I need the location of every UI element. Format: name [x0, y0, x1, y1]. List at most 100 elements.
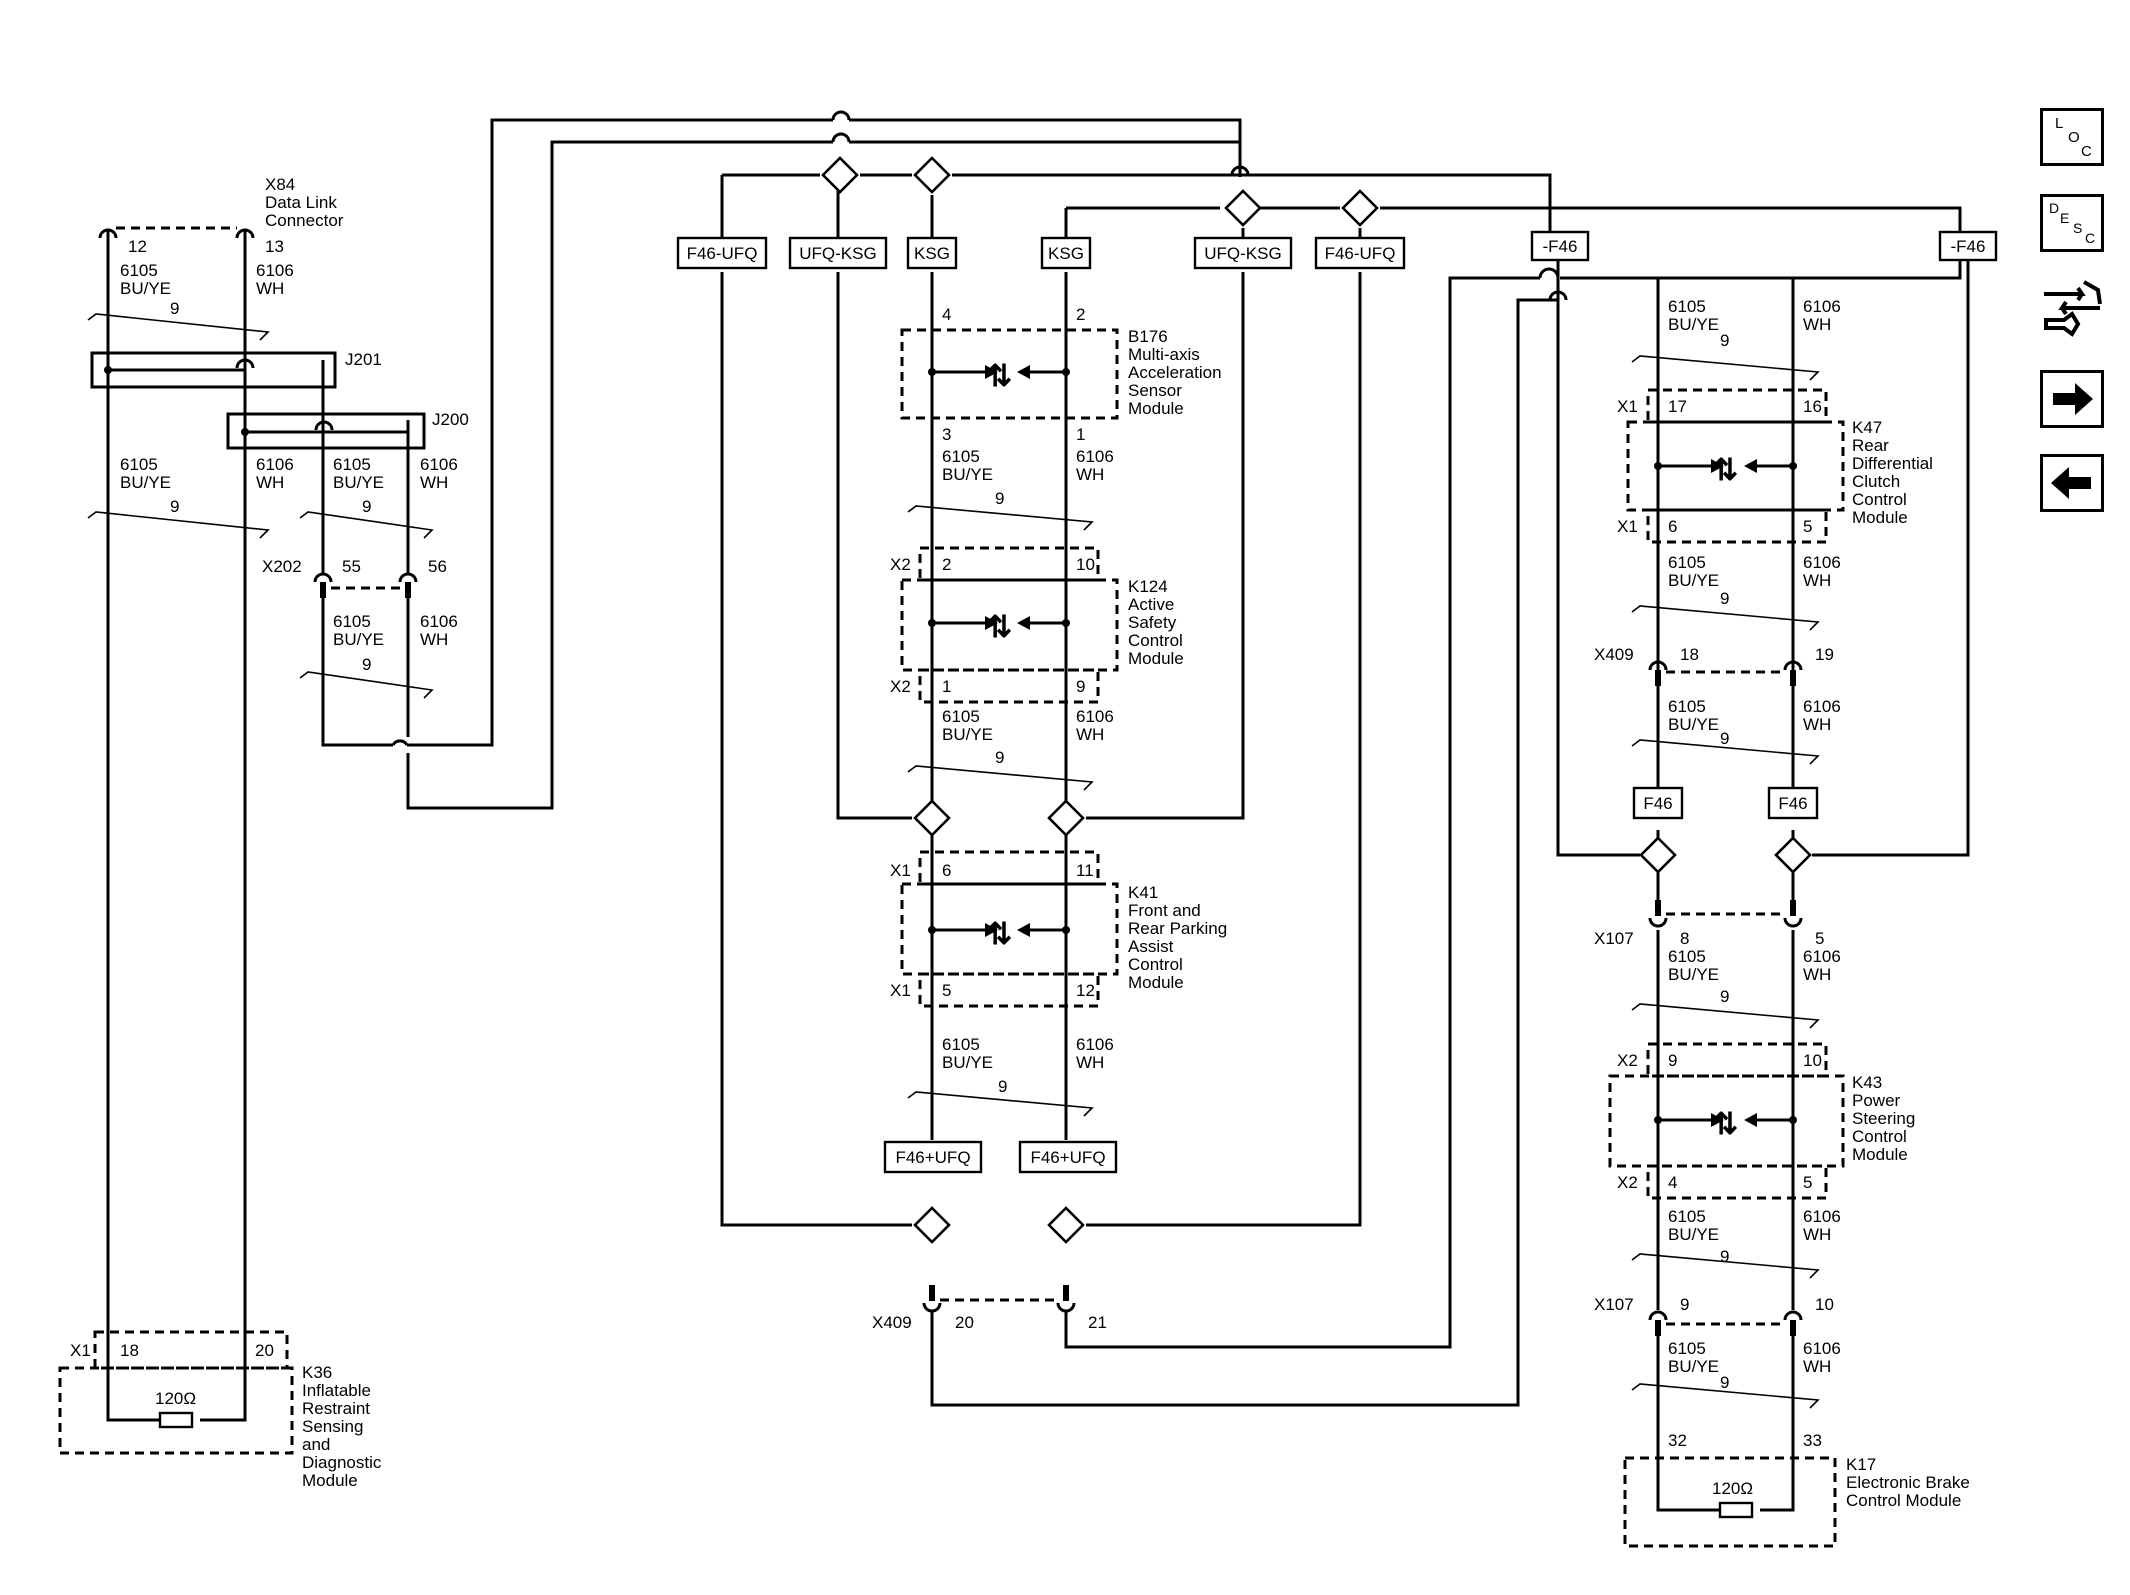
k124-conn: X2: [890, 677, 911, 696]
label-bu-ye: BU/YE: [1668, 315, 1719, 334]
k17-desc: Electronic Brake: [1846, 1473, 1970, 1492]
k43-pin-5: 5: [1803, 1173, 1812, 1192]
k124-desc: Active: [1128, 595, 1174, 614]
option-f46-1: F46: [1643, 794, 1672, 813]
k41-desc: Control: [1128, 955, 1183, 974]
x409-right-label: X409: [1594, 645, 1634, 664]
label-wh: WH: [1076, 725, 1104, 744]
wire-f46ufq-left: [720, 175, 912, 1227]
option-f46-plus-ufq-2: F46+UFQ: [1030, 1148, 1105, 1167]
k43-module: ⇅ X2 9 10 X2 4 5 K43 Power Steering Cont…: [1608, 1042, 1915, 1200]
k43-pin-4: 4: [1668, 1173, 1677, 1192]
b176-pin-1: 1: [1076, 425, 1085, 444]
k41-pin-6: 6: [942, 861, 951, 880]
k124-pin-2: 2: [942, 555, 951, 574]
label-bu-ye: BU/YE: [1668, 715, 1719, 734]
x107-bottom-label: X107: [1594, 1295, 1634, 1314]
label-6106: 6106: [1076, 1035, 1114, 1054]
next-button[interactable]: [2040, 370, 2104, 428]
k43-pin-9: 9: [1668, 1051, 1677, 1070]
k43-conn: X2: [1617, 1051, 1638, 1070]
k36-desc: Inflatable: [302, 1381, 371, 1400]
x409-left-label: X409: [872, 1313, 912, 1332]
previous-button[interactable]: [2040, 454, 2104, 512]
wire-labels-right-4: 6105 BU/YE 6106 WH 9: [1631, 947, 1841, 1029]
wire-labels-right-3: 6105 BU/YE 6106 WH 9: [1631, 697, 1841, 765]
wire-x409-20: [930, 298, 1558, 1407]
x84-connector: X84 Data Link Connector 12 13: [98, 175, 344, 256]
label-twist: 9: [170, 299, 179, 318]
k47-desc: Rear: [1852, 436, 1889, 455]
label-6105: 6105: [1668, 1339, 1706, 1358]
label-6106: 6106: [1076, 447, 1114, 466]
label-6105: 6105: [1668, 697, 1706, 716]
k47-id: K47: [1852, 418, 1882, 437]
wire-ufqksg-right: [1086, 228, 1245, 820]
splice-diamonds: [821, 156, 1812, 1244]
option-neg-f46-2: -F46: [1951, 237, 1986, 256]
option-ksg-2: KSG: [1048, 244, 1084, 263]
x107-pin-10: 10: [1815, 1295, 1834, 1314]
x409-pin-18: 18: [1680, 645, 1699, 664]
b176-data-icon: ⇅: [987, 360, 1012, 393]
label-wh: WH: [1803, 571, 1831, 590]
b176-desc: Sensor: [1128, 381, 1182, 400]
k47-desc: Control: [1852, 490, 1907, 509]
x107-bottom-connector: X107 9 10: [1594, 1295, 1834, 1336]
label-twist: 9: [1720, 729, 1729, 748]
k47-module: ⇅ X1 17 16 X1 6 5 K47 Rear Differential …: [1617, 388, 1933, 544]
loc-button[interactable]: L O C: [2040, 108, 2104, 166]
k36-pin-18: 18: [120, 1341, 139, 1360]
k41-conn: X1: [890, 861, 911, 880]
wire-labels-left: 6105 BU/YE 6106 WH 9 6105 BU/YE 6106 WH …: [87, 261, 458, 699]
label-6106: 6106: [1076, 707, 1114, 726]
wire-right-left-col: [1556, 260, 1640, 857]
b176-desc: Module: [1128, 399, 1184, 418]
k17-module: 120Ω 32 33 K17 Electronic Brake Control …: [1623, 1431, 1970, 1548]
k36-id: K36: [302, 1363, 332, 1382]
connector-wrench-icon[interactable]: [2038, 276, 2106, 340]
label-bu-ye: BU/YE: [120, 473, 171, 492]
label-twist: 9: [170, 497, 179, 516]
wire-j201-stub: [321, 360, 410, 440]
x409-left-connector: X409 20 21: [872, 1285, 1107, 1332]
option-f46-plus-ufq-1: F46+UFQ: [895, 1148, 970, 1167]
wire-neg-f46-right: [1812, 258, 1970, 857]
label-6106: 6106: [420, 612, 458, 631]
bus-top-b: [1066, 206, 1962, 232]
x107-pin-5: 5: [1815, 929, 1824, 948]
x107-pin-9: 9: [1680, 1295, 1689, 1314]
label-bu-ye: BU/YE: [942, 1053, 993, 1072]
b176-desc: Acceleration: [1128, 363, 1222, 382]
label-twist: 9: [1720, 1373, 1729, 1392]
label-bu-ye: BU/YE: [1668, 965, 1719, 984]
desc-letter-e: E: [2060, 210, 2070, 226]
bus-top-a: [722, 173, 1552, 238]
loc-letter-l: L: [2055, 115, 2064, 132]
label-6105: 6105: [333, 612, 371, 631]
label-wh: WH: [1803, 1357, 1831, 1376]
k47-desc: Differential: [1852, 454, 1933, 473]
k43-desc: Power: [1852, 1091, 1901, 1110]
k17-pin-33: 33: [1803, 1431, 1822, 1450]
label-wh: WH: [256, 473, 284, 492]
k43-conn: X2: [1617, 1173, 1638, 1192]
wire-labels-right-1: 6105 BU/YE 6106 WH 9: [1631, 297, 1841, 381]
label-6105: 6105: [333, 455, 371, 474]
x409-pin-20: 20: [955, 1313, 974, 1332]
k124-desc: Safety: [1128, 613, 1177, 632]
label-twist: 9: [998, 1077, 1007, 1096]
label-twist: 9: [1720, 331, 1729, 350]
label-bu-ye: BU/YE: [333, 473, 384, 492]
label-6106: 6106: [1803, 553, 1841, 572]
wire-j200-6106: [406, 140, 1242, 810]
k47-desc: Clutch: [1852, 472, 1900, 491]
k124-desc: Control: [1128, 631, 1183, 650]
label-6105: 6105: [942, 1035, 980, 1054]
desc-button[interactable]: D E S C: [2040, 194, 2104, 252]
wire-labels-right-6: 6105 BU/YE 6106 WH 9: [1631, 1339, 1841, 1409]
x202-pin-55: 55: [342, 557, 361, 576]
x84-label: X84: [265, 175, 295, 194]
b176-pin-2: 2: [1076, 305, 1085, 324]
label-bu-ye: BU/YE: [333, 630, 384, 649]
